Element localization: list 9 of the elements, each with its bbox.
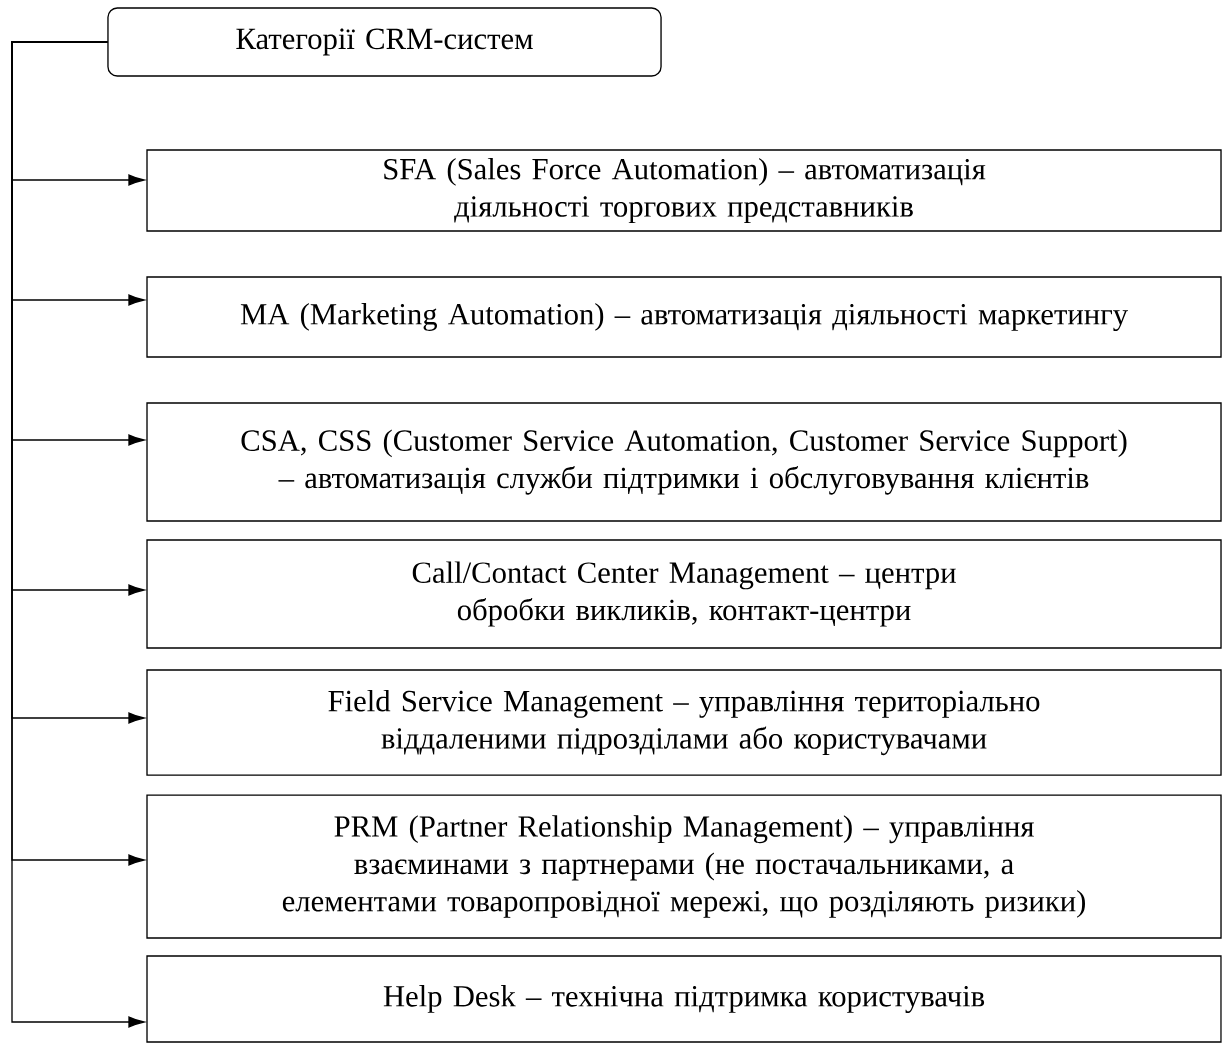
category-box: Call/Contact Center Management – центри обробки викликів, контакт-центри [146,539,1222,649]
category-box: SFA (Sales Force Automation) – автоматизація діяльності торгових представників [146,149,1222,232]
connector-arrow [11,41,145,1028]
category-box: Field Service Management – управління територіально віддаленими підрозділами або користувачами [146,669,1222,776]
category-box: CSA, CSS (Customer Service Automation, Customer Service Support) – автоматизація служби підтримки і обслуговування клієнтів [146,402,1222,522]
category-box: Help Desk – технічна підтримка користувачів [146,955,1222,1043]
category-box: MA (Marketing Automation) – автоматизація діяльності маркетингу [146,276,1222,358]
title-box: Категорії CRM-систем [107,7,662,77]
category-box: PRM (Partner Relationship Management) – управління взаєминами з партнерами (не постачальниками, а елементами товаропровідної мережі, що розділяють ризики) [146,794,1222,939]
